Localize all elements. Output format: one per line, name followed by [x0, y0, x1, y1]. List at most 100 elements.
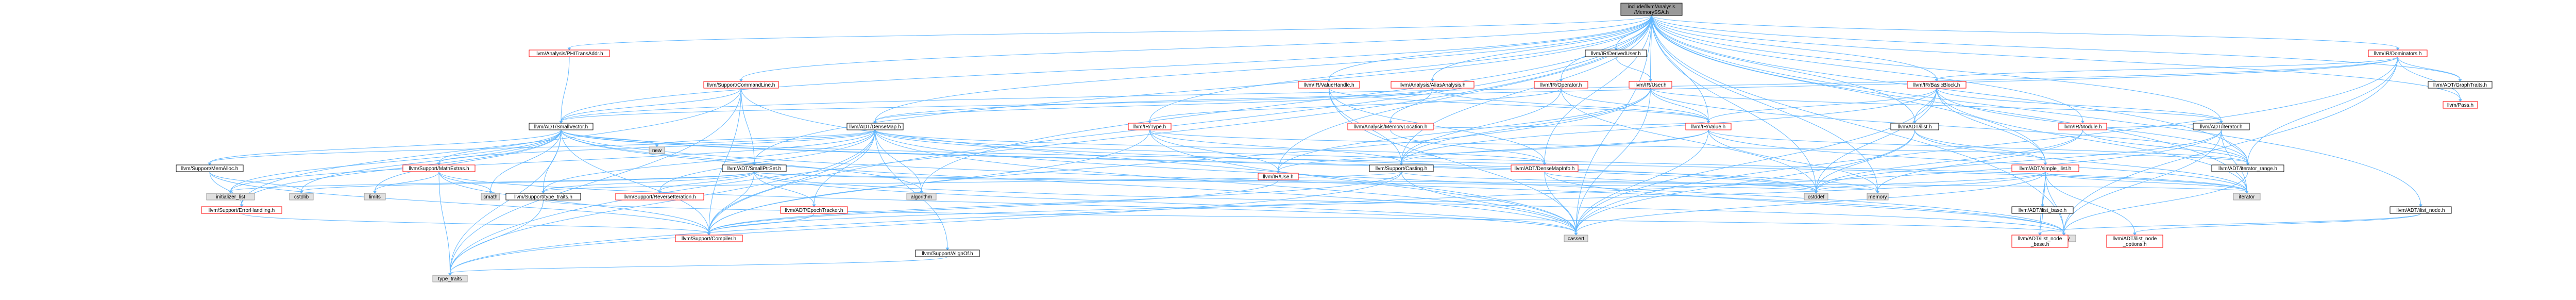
node-module[interactable]: llvm/IR/Module.h	[2058, 123, 2107, 130]
edge-dominators-to-cassert	[1574, 56, 2398, 236]
node-box	[1298, 81, 1360, 89]
edge-simple_ilist-to-cassert	[1574, 171, 2046, 236]
node-iterator[interactable]: llvm/ADT/iterator.h	[2193, 123, 2250, 130]
node-box	[402, 164, 476, 172]
node-alignof[interactable]: llvm/Support/AlignOf.h	[915, 249, 980, 257]
node-cstddef[interactable]: cstddef	[1804, 193, 1828, 201]
edge-value-to-use	[1276, 129, 1709, 174]
edge-epochtracker-to-compiler	[707, 213, 815, 236]
node-errorhandling[interactable]: llvm/Support/ErrorHandling.h	[201, 206, 282, 214]
node-derivedtypes[interactable]: llvm/IR/DerivedUser.h	[1585, 49, 1647, 57]
edge-aliasanalysis-to-memorylocation	[1388, 88, 1433, 124]
node-smallvector[interactable]: llvm/ADT/SmallVector.h	[529, 123, 594, 130]
node-box	[2011, 235, 2069, 248]
node-basicblock[interactable]: llvm/IR/BasicBlock.h	[1907, 81, 1967, 89]
node-box	[505, 193, 581, 201]
edge-dominators-to-densemap	[873, 56, 2398, 124]
edge-ilist_node-to-ilist_node_base	[2038, 213, 2421, 236]
node-box	[780, 206, 848, 214]
node-label: llvm/Support/MemAlloc.h	[181, 166, 239, 172]
node-label: llvm/IR/Operator.h	[1540, 82, 1582, 88]
node-label: llvm/ADT/ilist_base.h	[2019, 208, 2066, 213]
node-commandline[interactable]: llvm/Support/CommandLine.h	[703, 81, 779, 89]
node-type[interactable]: llvm/IR/Type.h	[1128, 123, 1172, 130]
node-use[interactable]: llvm/IR/Use.h	[1258, 173, 1299, 180]
node-compiler[interactable]: llvm/Support/Compiler.h	[675, 235, 743, 242]
edge-smallvector-to-mathextras	[437, 129, 562, 165]
edge-smallptrset-to-initializer_list	[229, 171, 755, 194]
node-label: cstddef	[1808, 194, 1824, 200]
node-densemapinfo[interactable]: llvm/ADT/DenseMapInfo.h	[1511, 164, 1579, 172]
edge-root-to-ptrtransaddr	[567, 15, 1652, 51]
node-box	[289, 193, 314, 201]
edge-iterator-to-type_traits	[448, 129, 2222, 276]
node-value[interactable]: llvm/IR/Value.h	[1685, 123, 1732, 130]
node-label: llvm/IR/Module.h	[2063, 124, 2102, 130]
node-ilist_node_base[interactable]: llvm/ADT/ilist_node_base.h	[2011, 235, 2069, 248]
node-algorithm[interactable]: algorithm	[906, 193, 937, 201]
node-new[interactable]: new	[649, 146, 665, 154]
node-label: llvm/Support/ErrorHandling.h	[209, 208, 275, 213]
node-smallptrset[interactable]: llvm/ADT/SmallPtrSet.h	[722, 164, 787, 172]
edge-root-to-ilist	[1651, 15, 1917, 124]
node-memalloc[interactable]: llvm/Support/MemAlloc.h	[176, 164, 244, 172]
node-operator[interactable]: llvm/IR/Operator.h	[1534, 81, 1588, 89]
node-reverseiteration[interactable]: llvm/Support/ReverseIteration.h	[615, 193, 704, 201]
node-valuehandle[interactable]: llvm/IR/ValueHandle.h	[1298, 81, 1360, 89]
node-label: llvm/Analysis/MemoryLocation.h	[1354, 124, 1428, 130]
node-label: type_traits	[438, 276, 462, 282]
node-ptrtransaddr[interactable]: llvm/Analysis/PHITransAddr.h	[529, 49, 610, 57]
node-ilist_base[interactable]: llvm/ADT/ilist_base.h	[2011, 206, 2074, 214]
edge-type_traits_h-to-type_traits	[448, 199, 544, 276]
node-pass[interactable]: llvm/Pass.h	[2443, 101, 2478, 109]
node-memorylocation[interactable]: llvm/Analysis/MemoryLocation.h	[1347, 123, 1434, 130]
node-box	[2233, 193, 2261, 201]
edge-root-to-type_traits	[448, 15, 1652, 276]
node-ilist[interactable]: llvm/ADT/ilist.h	[1890, 123, 1939, 130]
node-densemap[interactable]: llvm/ADT/DenseMap.h	[846, 123, 904, 130]
node-label: llvm/IR/Type.h	[1133, 124, 1166, 130]
edge-basicblock-to-cassert	[1574, 88, 1937, 236]
node-ilist_node_options[interactable]: llvm/ADT/ilist_node_options.h	[2106, 235, 2163, 248]
node-memory[interactable]: memory	[1867, 193, 1889, 201]
node-dominators[interactable]: llvm/IR/Dominators.h	[2368, 49, 2428, 57]
node-cmath[interactable]: cmath	[481, 193, 500, 201]
node-box	[1534, 81, 1588, 89]
node-label: new	[652, 148, 662, 154]
node-label: llvm/IR/Dominators.h	[2374, 51, 2422, 57]
edge-dominators-to-smallvector	[559, 56, 2398, 124]
node-label: llvm/Analysis/PHITransAddr.h	[535, 51, 603, 57]
node-type_traits[interactable]: type_traits	[432, 275, 468, 282]
node-cstdlib[interactable]: cstdlib	[289, 193, 314, 201]
edge-derivedtypes-to-user	[1616, 56, 1652, 82]
node-label: llvm/Analysis/AliasAnalysis.h	[1400, 82, 1466, 88]
node-type_traits_h[interactable]: llvm/Support/type_traits.h	[505, 193, 581, 201]
edge-root-to-type	[1148, 15, 1652, 124]
edge-root-to-use	[1276, 15, 1652, 174]
node-mathextras[interactable]: llvm/Support/MathExtras.h	[402, 164, 476, 172]
edge-commandline-to-smallvector	[559, 88, 741, 124]
node-aliasanalysis[interactable]: llvm/Analysis/AliasAnalysis.h	[1391, 81, 1475, 89]
edge-aliasanalysis-to-smallvector	[559, 88, 1433, 124]
node-limits[interactable]: limits	[364, 193, 386, 201]
node-graphtraits[interactable]: llvm/ADT/GraphTraits.h	[2428, 81, 2493, 89]
edge-errorhandling-to-compiler	[241, 213, 711, 236]
node-label: cassert	[1568, 236, 1584, 242]
edge-casting-to-type_traits_h	[541, 171, 1402, 194]
node-iterator_std[interactable]: iterator	[2233, 193, 2261, 201]
node-casting[interactable]: llvm/Support/Casting.h	[1369, 164, 1434, 172]
node-ilist_node[interactable]: llvm/ADT/ilist_node.h	[2389, 206, 2452, 214]
node-epochtracker[interactable]: llvm/ADT/EpochTracker.h	[780, 206, 848, 214]
node-label: llvm/ADT/DenseMapInfo.h	[1515, 166, 1575, 172]
node-label: _base.h	[2030, 242, 2049, 247]
node-label: llvm/ADT/ilist.h	[1897, 124, 1931, 130]
node-simple_ilist[interactable]: llvm/ADT/simple_ilist.h	[2011, 164, 2079, 172]
edge-mathextras-to-limits	[373, 171, 439, 194]
node-box	[2011, 206, 2074, 214]
node-initializer_list[interactable]: initializer_list	[206, 193, 255, 201]
node-cassert[interactable]: cassert	[1564, 235, 1588, 242]
edge-ptrtransaddr-to-smallvector	[559, 56, 570, 124]
node-user[interactable]: llvm/IR/User.h	[1629, 81, 1672, 89]
node-iterator_range[interactable]: llvm/ADT/iterator_range.h	[2211, 164, 2284, 172]
